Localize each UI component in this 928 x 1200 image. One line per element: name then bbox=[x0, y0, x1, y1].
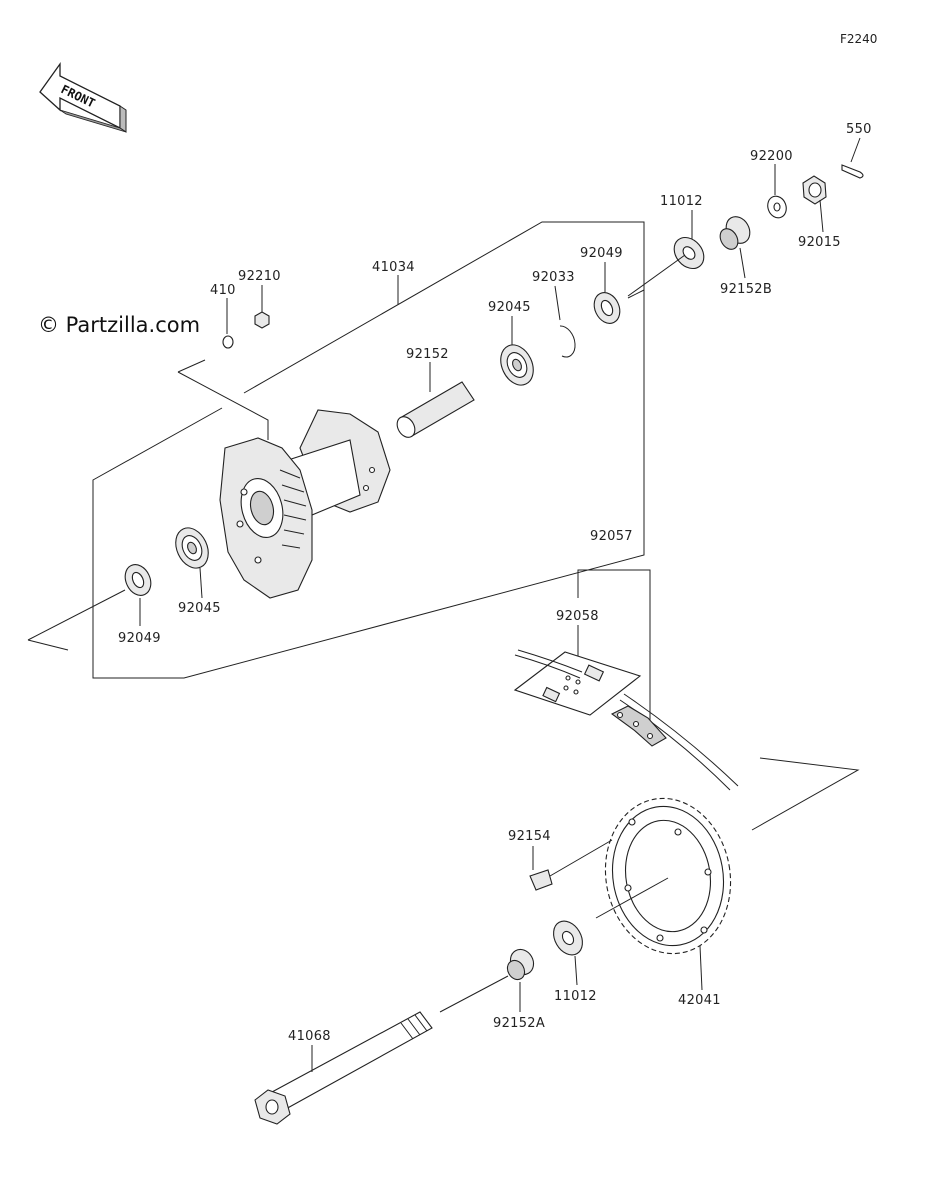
bearing-92045-upper bbox=[500, 316, 534, 386]
washer-92200 bbox=[767, 164, 787, 219]
watermark: © Partzilla.com bbox=[38, 313, 200, 337]
collar-92152B bbox=[719, 216, 751, 279]
part-number-92058: 92058 bbox=[556, 609, 599, 624]
part-number-92015: 92015 bbox=[798, 235, 841, 250]
axle-41068 bbox=[254, 1011, 433, 1125]
part-number-41034: 41034 bbox=[372, 260, 415, 275]
part-number-92152A: 92152A bbox=[493, 1016, 545, 1031]
part-number-92045-upper: 92045 bbox=[488, 300, 531, 315]
nut-92015 bbox=[802, 175, 827, 233]
coupling-11012-lower bbox=[553, 920, 583, 986]
part-number-92045-lower: 92045 bbox=[178, 601, 221, 616]
circlip-92033 bbox=[554, 285, 576, 358]
part-number-92057: 92057 bbox=[590, 529, 633, 544]
part-number-92049-lower: 92049 bbox=[118, 631, 161, 646]
nut-92210 bbox=[254, 285, 270, 329]
oil-seal-92049-upper bbox=[593, 262, 621, 324]
part-number-92210: 92210 bbox=[238, 269, 281, 284]
cotter-pin-550 bbox=[841, 137, 864, 179]
part-number-92033: 92033 bbox=[532, 270, 575, 285]
part-number-92152B: 92152B bbox=[720, 282, 772, 297]
hub-assembly-frame bbox=[27, 221, 645, 679]
part-number-410: 410 bbox=[210, 283, 236, 298]
part-number-11012-upper: 11012 bbox=[660, 194, 703, 209]
collar-92152A bbox=[439, 948, 535, 1013]
diagram-code: F2240 bbox=[840, 32, 877, 46]
part-number-42041: 42041 bbox=[678, 993, 721, 1008]
bolt-92154 bbox=[529, 839, 613, 891]
part-number-92200: 92200 bbox=[750, 149, 793, 164]
bearing-92045-lower bbox=[175, 527, 209, 599]
part-number-92154: 92154 bbox=[508, 829, 551, 844]
washer-410 bbox=[222, 298, 234, 349]
front-arrow-icon: FRONT bbox=[39, 61, 127, 133]
sprocket-frame bbox=[751, 757, 860, 831]
rear-hub bbox=[219, 409, 391, 599]
sprocket-42041 bbox=[595, 797, 732, 991]
part-number-11012-lower: 11012 bbox=[554, 989, 597, 1004]
coupling-11012-upper bbox=[627, 210, 705, 297]
collar-92152 bbox=[396, 362, 475, 438]
part-number-92049-upper: 92049 bbox=[580, 246, 623, 261]
part-labels: 550 92200 92015 11012 92152B 92049 92033… bbox=[118, 122, 872, 1044]
chain-assembly bbox=[513, 569, 739, 791]
part-number-41068: 41068 bbox=[288, 1029, 331, 1044]
part-number-550: 550 bbox=[846, 122, 872, 137]
part-number-92152: 92152 bbox=[406, 347, 449, 362]
oil-seal-92049-lower bbox=[124, 564, 152, 626]
